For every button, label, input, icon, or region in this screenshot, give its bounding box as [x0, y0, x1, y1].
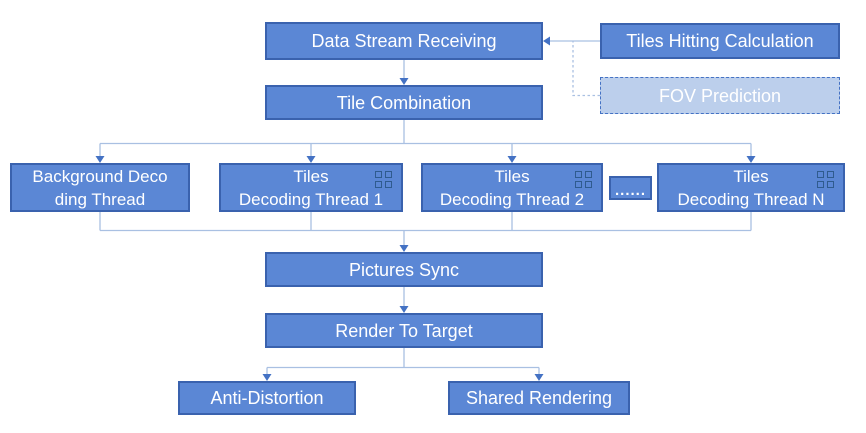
arrowhead-down-bg — [95, 156, 105, 163]
node-tiles-decoding-thread-1: Tiles Decoding Thread 1 — [219, 163, 403, 212]
node-tile-combination: Tile Combination — [265, 85, 543, 120]
node-render-to-target: Render To Target — [265, 313, 543, 348]
node-label: Tiles Decoding Thread 1 — [238, 166, 384, 209]
arrowhead-left-dsr — [543, 36, 550, 46]
node-anti-distortion: Anti-Distortion — [178, 381, 356, 415]
node-background-decoding-thread: Background Deco ding Thread — [10, 163, 190, 212]
node-label: Anti-Distortion — [210, 388, 324, 408]
tiles-grid-icon — [817, 171, 835, 189]
node-label: Render To Target — [335, 320, 473, 341]
node-label: Tiles Decoding Thread N — [677, 166, 825, 209]
node-shared-rendering: Shared Rendering — [448, 381, 630, 415]
arrowhead-down-rtt — [399, 306, 409, 313]
arrowhead-down-ad — [262, 374, 272, 381]
node-pictures-sync: Pictures Sync — [265, 252, 543, 287]
node-label: Data Stream Receiving — [311, 31, 497, 51]
arrowhead-down-sr — [534, 374, 544, 381]
node-fov-prediction: FOV Prediction — [600, 77, 840, 114]
node-tiles-hitting-calculation: Tiles Hitting Calculation — [600, 23, 840, 59]
node-label: ...... — [614, 182, 646, 199]
tiles-grid-icon — [375, 171, 393, 189]
node-ellipsis: ...... — [609, 176, 652, 200]
tiles-grid-icon — [575, 171, 593, 189]
arrowhead-down-t2 — [507, 156, 517, 163]
node-label: Tile Combination — [336, 92, 472, 113]
node-tiles-decoding-thread-n: Tiles Decoding Thread N — [657, 163, 845, 212]
node-label: Pictures Sync — [348, 259, 460, 280]
arrowhead-down-tn — [746, 156, 756, 163]
node-label: FOV Prediction — [658, 85, 782, 106]
arrowhead-down-tc — [399, 78, 409, 85]
node-data-stream-receiving: Data Stream Receiving — [265, 22, 543, 60]
node-label: Tiles Hitting Calculation — [626, 31, 814, 51]
node-label: Shared Rendering — [465, 388, 613, 408]
node-tiles-decoding-thread-2: Tiles Decoding Thread 2 — [421, 163, 603, 212]
connector-fov-elbow — [572, 41, 600, 97]
node-label: Tiles Decoding Thread 2 — [439, 166, 585, 209]
arrowhead-down-ps — [399, 245, 409, 252]
node-label: Background Deco ding Thread — [32, 166, 168, 209]
arrowhead-down-t1 — [306, 156, 316, 163]
